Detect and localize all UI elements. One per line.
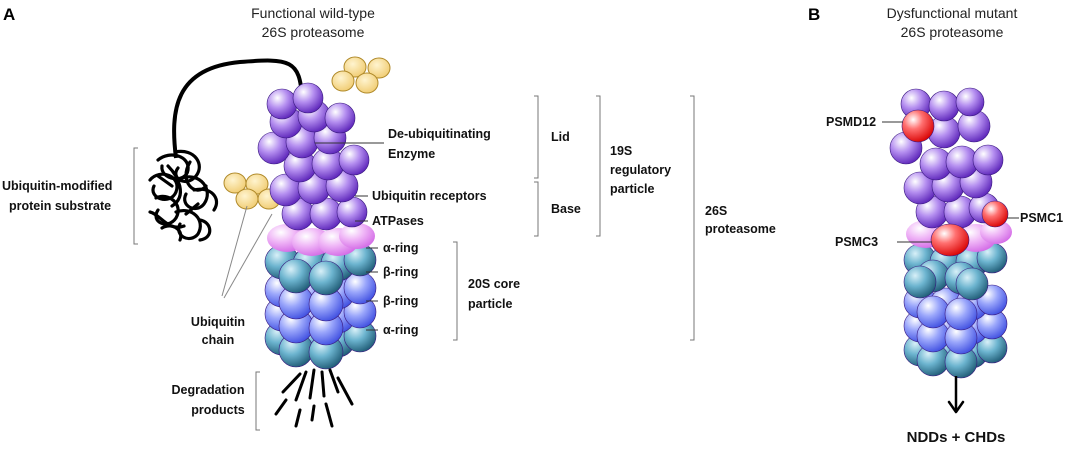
deubiquitinating-label-1: De-ubiquitinating bbox=[388, 127, 491, 141]
degradation-products-icon bbox=[274, 368, 354, 428]
degradation-bracket bbox=[255, 371, 260, 431]
beta-ring-1-label: β-ring bbox=[383, 265, 418, 279]
core-particle-label-2: particle bbox=[468, 297, 513, 311]
deubiquitinating-label-2: Enzyme bbox=[388, 147, 435, 161]
component-pointer-lines bbox=[315, 142, 384, 331]
alpha-ring-top-spheres bbox=[264, 243, 377, 296]
panel-a: A Functional wild-type 26S proteasome bbox=[2, 5, 776, 431]
ubiquitin-chain-label-1: Ubiquitin bbox=[191, 315, 245, 329]
protein-substrate-icon bbox=[148, 149, 219, 242]
substrate-bracket bbox=[133, 147, 138, 245]
proteasome-26s-label-2: proteasome bbox=[705, 222, 776, 236]
proteasome-wild-type bbox=[257, 82, 377, 370]
alpha-ring-top-label: α-ring bbox=[383, 241, 418, 255]
ubiquitin-receptors-label: Ubiquitin receptors bbox=[372, 189, 487, 203]
panel-a-letter: A bbox=[3, 5, 15, 24]
substrate-tether-line bbox=[172, 58, 304, 159]
base-label: Base bbox=[551, 202, 581, 216]
substrate-label-1: Ubiquitin-modified bbox=[2, 179, 112, 193]
panel-b-title-line1: Dysfunctional mutant bbox=[887, 5, 1018, 21]
panel-b: B Dysfunctional mutant 26S proteasome bbox=[808, 5, 1063, 446]
released-ubiquitin-icon bbox=[331, 56, 391, 94]
beta-ring-2-label: β-ring bbox=[383, 294, 418, 308]
panel-a-title-line1: Functional wild-type bbox=[251, 5, 375, 21]
psmc1-subunit bbox=[981, 200, 1009, 228]
regulatory-particle-label-3: particle bbox=[610, 182, 655, 196]
regulatory-particle-spheres bbox=[257, 82, 370, 231]
ubiquitin-chain-label-2: chain bbox=[202, 333, 235, 347]
psmd12-subunit bbox=[901, 109, 935, 143]
regulatory-particle-label-1: 19S bbox=[610, 144, 632, 158]
proteasome-26s-label-1: 26S bbox=[705, 204, 727, 218]
regulatory-particle-label-2: regulatory bbox=[610, 163, 671, 177]
panel-b-title-line2: 26S proteasome bbox=[901, 24, 1004, 40]
psmc3-label: PSMC3 bbox=[835, 235, 878, 249]
psmc1-label: PSMC1 bbox=[1020, 211, 1063, 225]
substrate-label-2: protein substrate bbox=[9, 199, 111, 213]
core-particle-label-1: 20S core bbox=[468, 277, 520, 291]
alpha-ring-bottom-label: α-ring bbox=[383, 323, 418, 337]
panel-b-letter: B bbox=[808, 5, 820, 24]
psmd12-label: PSMD12 bbox=[826, 115, 876, 129]
ubiquitin-chain-icon bbox=[223, 172, 281, 210]
mutant-alpha-ring-top bbox=[903, 242, 1008, 301]
psmc3-subunit bbox=[930, 223, 970, 257]
outcome-label: NDDs + CHDs bbox=[907, 429, 1006, 446]
panel-a-title-line2: 26S proteasome bbox=[262, 24, 365, 40]
proteasome-mutant bbox=[889, 87, 1012, 379]
degradation-label-2: products bbox=[191, 403, 245, 417]
outcome-arrow-icon bbox=[947, 376, 965, 414]
ubiquitin-chain-pointer bbox=[221, 205, 273, 299]
lid-label: Lid bbox=[551, 130, 570, 144]
mutant-pointer-lines bbox=[882, 121, 1019, 243]
degradation-label-1: Degradation bbox=[172, 383, 245, 397]
atpases-label: ATPases bbox=[372, 214, 424, 228]
mutant-regulatory-spheres bbox=[889, 87, 1004, 229]
hierarchy-brackets bbox=[453, 95, 695, 341]
atpase-ring bbox=[267, 223, 375, 256]
